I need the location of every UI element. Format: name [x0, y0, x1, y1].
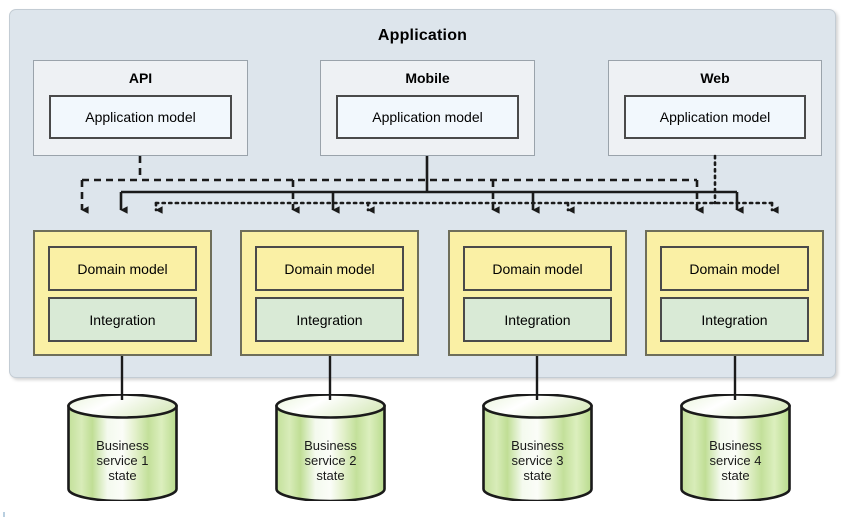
service-box-4[interactable]: Domain model Integration	[645, 230, 824, 356]
datastore-cylinder-1[interactable]: Business service 1 state	[66, 394, 179, 501]
service-box-2[interactable]: Domain model Integration	[240, 230, 419, 356]
cylinder-shape-icon	[275, 394, 386, 501]
datastore-cylinder-3[interactable]: Business service 3 state	[481, 394, 594, 501]
datastore-cylinder-4[interactable]: Business service 4 state	[679, 394, 792, 501]
cylinder-shape-icon	[482, 394, 593, 501]
corner-artifact	[3, 512, 5, 517]
application-model-api: Application model	[49, 95, 232, 139]
integration-1: Integration	[48, 297, 197, 342]
application-model-web: Application model	[624, 95, 806, 139]
domain-model-1: Domain model	[48, 246, 197, 291]
channel-box-api[interactable]: API Application model	[33, 60, 248, 156]
service-box-1[interactable]: Domain model Integration	[33, 230, 212, 356]
page-title: Application	[377, 27, 468, 44]
datastore-label-4: Business service 4 state	[709, 438, 762, 483]
service-box-3[interactable]: Domain model Integration	[448, 230, 627, 356]
integration-2: Integration	[255, 297, 404, 342]
channel-box-mobile[interactable]: Mobile Application model	[320, 60, 535, 156]
domain-model-3: Domain model	[463, 246, 612, 291]
integration-4: Integration	[660, 297, 809, 342]
application-model-mobile: Application model	[336, 95, 519, 139]
channel-title-web: Web	[700, 70, 730, 86]
datastore-label-1: Business service 1 state	[96, 438, 149, 483]
datastore-label-2: Business service 2 state	[304, 438, 357, 483]
channel-box-web[interactable]: Web Application model	[608, 60, 822, 156]
integration-3: Integration	[463, 297, 612, 342]
cylinder-shape-icon	[680, 394, 791, 501]
datastore-cylinder-2[interactable]: Business service 2 state	[274, 394, 387, 501]
domain-model-2: Domain model	[255, 246, 404, 291]
domain-model-4: Domain model	[660, 246, 809, 291]
channel-title-mobile: Mobile	[405, 70, 450, 86]
channel-title-api: API	[128, 70, 153, 86]
datastore-label-3: Business service 3 state	[511, 438, 564, 483]
